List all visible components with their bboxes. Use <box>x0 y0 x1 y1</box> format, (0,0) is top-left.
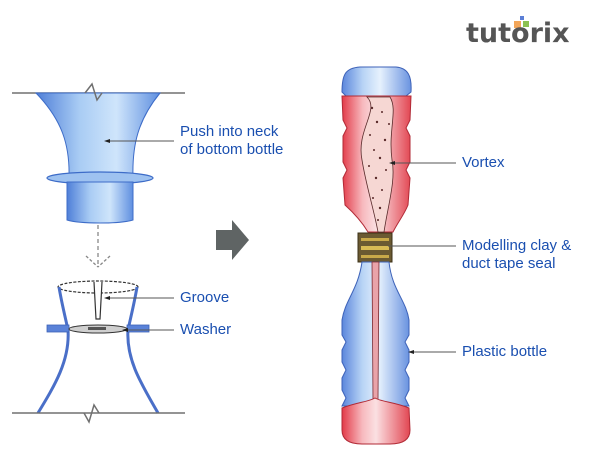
label-push-into-neck-1: Push into neck <box>180 123 279 140</box>
label-groove: Groove <box>180 289 230 306</box>
vortex-particles <box>368 106 390 221</box>
label-plastic-bottle: Plastic bottle <box>462 343 548 360</box>
logo-dots <box>514 16 529 28</box>
label-seal-1: Modelling clay & <box>462 237 572 254</box>
funnel-neck-piece <box>12 82 185 224</box>
bottom-bottle-water <box>341 397 411 445</box>
right-arrow-icon <box>216 220 249 260</box>
dashed-down-arrow <box>85 225 111 268</box>
break-symbol <box>83 403 100 424</box>
vortex <box>360 96 394 233</box>
groove <box>93 281 103 320</box>
bottom-bottle-neck <box>12 280 185 424</box>
break-symbol <box>84 82 103 102</box>
tutorix-logo: tutorix <box>466 18 570 49</box>
label-push-into-neck-2: of bottom bottle <box>180 141 284 158</box>
label-vortex: Vortex <box>462 154 505 171</box>
top-bottle-air <box>341 66 412 97</box>
label-washer: Washer <box>180 321 232 338</box>
vortex-bottle-assembly <box>341 66 456 445</box>
label-seal-2: duct tape seal <box>462 255 556 272</box>
water-stream <box>371 261 380 401</box>
